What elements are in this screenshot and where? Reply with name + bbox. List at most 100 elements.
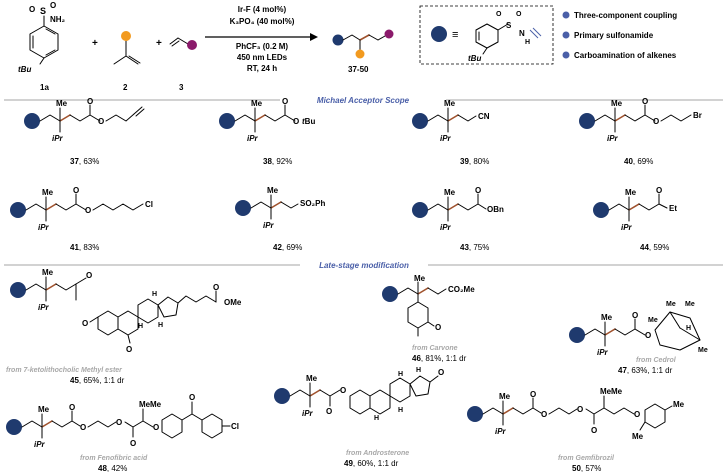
svg-text:OMe: OMe xyxy=(224,298,242,307)
svg-text:Me: Me xyxy=(625,188,637,197)
source-49: from Androsterone xyxy=(346,450,409,457)
svg-text:Me: Me xyxy=(444,99,456,108)
section-header-late-stage: Late-stage modification xyxy=(4,261,723,270)
svg-text:41, 83%: 41, 83% xyxy=(70,243,99,252)
svg-text:tBu: tBu xyxy=(18,65,31,74)
svg-text:+: + xyxy=(156,38,162,49)
svg-text:47, 63%, 1:1 dr: 47, 63%, 1:1 dr xyxy=(618,366,673,375)
svg-text:O: O xyxy=(50,1,56,10)
svg-text:Me: Me xyxy=(56,99,68,108)
svg-text:tBu: tBu xyxy=(468,54,481,63)
svg-text:OBn: OBn xyxy=(487,205,504,214)
compound-39: Me iPr CN 39, 80% xyxy=(412,99,490,166)
svg-text:O: O xyxy=(632,311,638,320)
svg-text:450 nm LEDs: 450 nm LEDs xyxy=(237,53,288,62)
svg-text:SO₂Ph: SO₂Ph xyxy=(300,199,325,208)
svg-text:2: 2 xyxy=(123,83,128,92)
compound-50: Me iPr O O O O Me Me O Me Me from Gemfib… xyxy=(467,387,685,473)
svg-text:49, 60%, 1:1 dr: 49, 60%, 1:1 dr xyxy=(344,459,399,468)
svg-text:H: H xyxy=(158,322,163,329)
svg-text:42, 69%: 42, 69% xyxy=(273,243,302,252)
reagent-2: 2 xyxy=(113,31,141,92)
svg-text:39, 80%: 39, 80% xyxy=(460,157,489,166)
svg-text:iPr: iPr xyxy=(247,134,259,143)
compound-37: Me iPr O O 37, 63% xyxy=(24,97,145,166)
svg-text:H: H xyxy=(398,407,403,414)
svg-text:O: O xyxy=(85,206,91,215)
compound-45: Me iPr O O O H H H O OMe from 7-ketolith… xyxy=(6,268,242,385)
svg-text:H: H xyxy=(416,367,421,374)
compound-44: Me iPr O Et 44, 59% xyxy=(593,186,677,252)
svg-text:Ir-F (4 mol%): Ir-F (4 mol%) xyxy=(238,5,287,14)
section-header-michael: Michael Acceptor Scope xyxy=(4,96,723,105)
source-46: from Carvone xyxy=(412,345,458,352)
product-general: 37-50 xyxy=(332,29,394,74)
svg-text:iPr: iPr xyxy=(495,427,507,436)
svg-text:Me: Me xyxy=(601,313,613,322)
svg-text:Michael Acceptor Scope: Michael Acceptor Scope xyxy=(317,96,410,105)
svg-text:O: O xyxy=(475,186,481,195)
svg-text:O: O xyxy=(153,423,159,432)
svg-text:O: O xyxy=(98,117,104,126)
svg-text:O: O xyxy=(116,418,122,427)
svg-text:S: S xyxy=(40,6,46,16)
svg-text:Me: Me xyxy=(611,99,623,108)
svg-text:O: O xyxy=(126,345,132,354)
svg-text:37, 63%: 37, 63% xyxy=(70,157,99,166)
svg-text:iPr: iPr xyxy=(440,223,452,232)
svg-text:Me: Me xyxy=(673,400,685,409)
svg-text:O: O xyxy=(435,323,441,332)
svg-text:Me: Me xyxy=(306,374,318,383)
compound-38: Me iPr O O tBu 38, 92% xyxy=(219,97,315,166)
svg-text:CN: CN xyxy=(478,112,490,121)
compound-47: Me iPr O O Me Me Me H Me from Cedrol 47,… xyxy=(569,301,708,375)
svg-text:Me: Me xyxy=(611,387,623,396)
compound-label-1a: 1a xyxy=(40,83,49,92)
compound-40: Me iPr O O Br 40, 69% xyxy=(579,97,702,166)
reagent-1a: S O O NH₂ tBu 1a xyxy=(18,1,66,92)
source-50: from Gemfibrozil xyxy=(558,455,615,462)
feature-primary-sulfonamide: Primary sulfonamide xyxy=(574,31,654,40)
svg-text:O: O xyxy=(282,97,288,106)
svg-text:O: O xyxy=(438,368,444,377)
svg-text:O: O xyxy=(656,186,662,195)
svg-text:Et: Et xyxy=(669,204,677,213)
svg-text:40, 69%: 40, 69% xyxy=(624,157,653,166)
svg-text:NH₂: NH₂ xyxy=(50,15,66,24)
svg-text:Me: Me xyxy=(139,400,151,409)
svg-text:tBu: tBu xyxy=(302,117,315,126)
compound-48: Me iPr O O O O Me Me O O Cl from Fenofib… xyxy=(6,393,239,473)
svg-text:≡: ≡ xyxy=(452,29,458,41)
svg-text:O: O xyxy=(516,11,522,18)
compound-41: Me iPr O O Cl 41, 83% xyxy=(10,186,153,252)
svg-text:Me: Me xyxy=(267,186,279,195)
svg-text:46, 81%, 1:1 dr: 46, 81%, 1:1 dr xyxy=(412,354,467,363)
reaction-arrow: Ir-F (4 mol%) K₃PO₄ (40 mol%) PhCF₃ (0.2… xyxy=(205,5,318,73)
svg-text:O: O xyxy=(591,426,597,435)
svg-text:O: O xyxy=(73,186,79,195)
svg-text:O: O xyxy=(496,11,502,18)
svg-text:H: H xyxy=(398,371,403,378)
svg-text:H: H xyxy=(138,323,143,330)
compound-43: Me iPr O OBn 43, 75% xyxy=(412,186,504,252)
svg-text:S: S xyxy=(506,21,512,30)
svg-text:iPr: iPr xyxy=(440,134,452,143)
svg-text:O: O xyxy=(82,319,88,328)
svg-text:48, 42%: 48, 42% xyxy=(98,464,127,473)
svg-text:44, 59%: 44, 59% xyxy=(640,243,669,252)
svg-text:Br: Br xyxy=(693,111,702,120)
svg-text:Me: Me xyxy=(38,405,50,414)
compound-49: Me iPr O O O H H H H from Androsterone 4… xyxy=(274,367,444,468)
svg-text:iPr: iPr xyxy=(34,440,46,449)
svg-text:iPr: iPr xyxy=(52,134,64,143)
svg-text:43, 75%: 43, 75% xyxy=(460,243,489,252)
svg-text:Me: Me xyxy=(648,317,658,324)
svg-text:Me: Me xyxy=(666,301,676,308)
svg-text:O: O xyxy=(189,393,195,402)
source-45: from 7-ketolithocholic Methyl ester xyxy=(6,367,123,374)
svg-text:Me: Me xyxy=(698,347,708,354)
source-47: from Cedrol xyxy=(636,357,677,364)
svg-text:O: O xyxy=(541,410,547,419)
svg-text:RT, 24 h: RT, 24 h xyxy=(247,64,277,73)
svg-text:Me: Me xyxy=(685,301,695,308)
